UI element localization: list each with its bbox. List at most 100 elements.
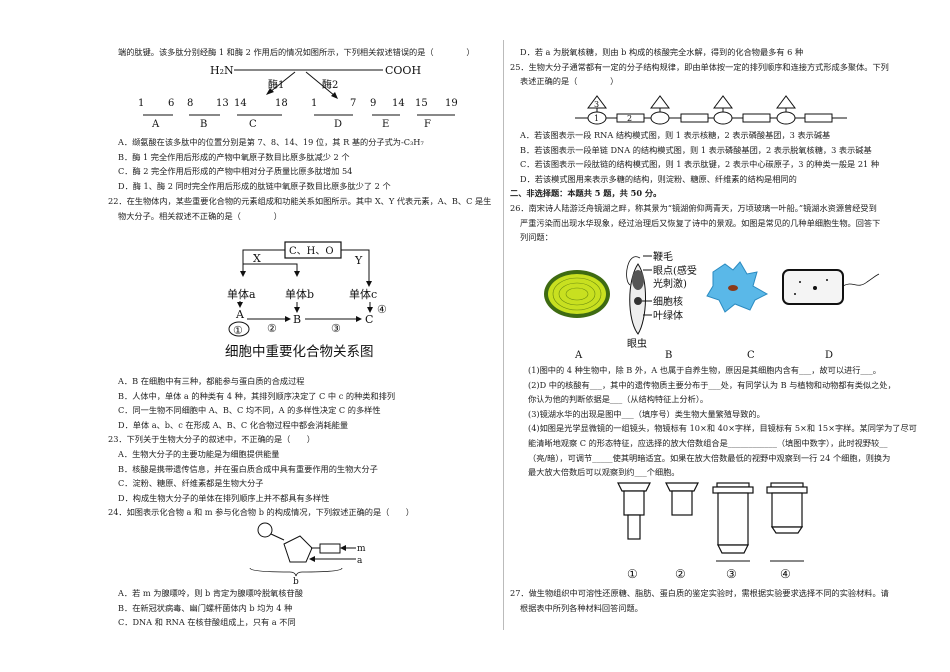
frag-f: F [424, 119, 431, 130]
q21-option-c[interactable]: C．酶 2 完全作用后形成的产物中相对分子质量比原多肽增加 54 [118, 166, 353, 177]
q24-option-c[interactable]: C．DNA 和 RNA 在核苷酸组成上，只有 a 不同 [118, 617, 296, 628]
organism-c-label: C [747, 350, 755, 361]
q23-stem: 23．下列关于生物大分子的叙述中，不正确的是（ ） [108, 434, 315, 445]
organism-d-image [782, 269, 880, 305]
cooh-label: COOH [385, 64, 421, 77]
frag-b-end: 13 [216, 98, 229, 109]
diagram-caption: 细胞中重要化合物关系图 [225, 344, 374, 360]
h2n-label: H₂N [210, 64, 234, 77]
q22-option-c[interactable]: C．同一生物不同细胞中 A、B、C 均不同，A 的多样性决定 C 的多样性 [118, 405, 381, 416]
q21-option-b[interactable]: B．酶 1 完全作用后形成的产物中氧原子数目比原多肽减少 2 个 [118, 151, 350, 162]
q22-compound-diagram: C、H、O X Y 单体a 单体b 单体c A B C ① ② ③ ④ 细胞中重… [225, 241, 387, 360]
frag-f-start: 15 [415, 98, 428, 109]
organism-b-image [626, 255, 652, 335]
q26-organisms-figure: 鞭毛 眼点(感受 光刺激) 细胞核 叶绿体 眼虫 A B C D [544, 250, 880, 361]
organism-a-label: A [574, 350, 583, 361]
step-4: ④ [377, 303, 387, 316]
q24-options: A．若 m 为腺嘌呤，则 b 肯定为腺嘌呤脱氧核苷酸 B．在新冠状病毒、幽门螺杆… [108, 586, 303, 630]
q25-line2: 表述正确的是（ ） [520, 76, 619, 87]
b-label: b [293, 577, 299, 587]
q23-option-a[interactable]: A．生物大分子的主要功能是为细胞提供能量 [118, 448, 280, 459]
q22-line2: 物大分子。相关叙述不正确的是（ ） [118, 210, 282, 221]
q26-line1: 26．南宋诗人陆游泛舟镜湖之畔，称其景为“镜湖俯仰两青天，万顷玻璃一叶船。”镜湖… [510, 202, 877, 213]
frag-d: D [334, 119, 342, 130]
node-a: A [235, 308, 245, 321]
chloroplast-label: 叶绿体 [653, 309, 683, 322]
q26-line3: 列问题： [520, 232, 553, 243]
q26-sub2-cont: 你认为他的判断依据是___（从结构特征上分析）。 [528, 394, 709, 405]
q21-options: A．缬氨酸在该多肽中的位置分别是第 7、8、14、19 位，其 R 基的分子式为… [108, 135, 424, 193]
frag-c-start: 14 [234, 98, 247, 109]
label-2: 2 [627, 114, 632, 123]
node-b: B [293, 313, 301, 326]
organism-b-label: B [665, 350, 672, 361]
lens-4-label: ④ [780, 567, 791, 581]
eyespot-label: 眼点(感受 [653, 264, 697, 277]
q27-line2: 根据表中所列各种材料回答问题。 [520, 602, 643, 613]
column-divider [503, 40, 504, 630]
enzyme2-label: 酶2 [322, 78, 338, 91]
frag-d-start: 1 [311, 98, 317, 109]
q24-nucleotide-diagram: m a b [249, 522, 366, 587]
label-3: 3 [594, 100, 599, 109]
q26-sub4-cont3: 最大放大倍数后可以观察到约___个细胞。 [528, 467, 680, 478]
frag-e-start: 9 [370, 98, 376, 109]
node-c: C [365, 313, 373, 326]
q25-option-c[interactable]: C．若该图表示一段肽链的结构模式图，则 1 表示肽键，2 表示中心碳原子，3 的… [520, 159, 880, 170]
q22-option-a[interactable]: A．B 在细胞中有三种，都能参与蛋白质的合成过程 [118, 376, 305, 386]
q25-polymer-diagram: 3 1 2 [575, 95, 847, 125]
frag-a-start: 1 [138, 98, 144, 109]
step-3: ③ [331, 322, 341, 335]
q26-line2: 严重污染而出现水华现象，经过治理后又恢复了诗中的景观。如图是常见的几种单细胞生物… [520, 217, 881, 228]
q23-option-b[interactable]: B．核酸是携带遗传信息，并在蛋白质合成中具有重要作用的生物大分子 [118, 463, 378, 474]
q26-sub2: (2)D 中的核酸有___，其中的遗传物质主要分布于___处，有同学认为 B 与… [528, 379, 896, 390]
frag-c-end: 18 [275, 98, 288, 109]
q26-sub4-cont1: 能清晰地观察 C 的形态特征，应选择的放大倍数组合是____________（填… [528, 437, 888, 448]
q24-option-b[interactable]: B．在新冠状病毒、幽门螺杆菌体内 b 均为 4 种 [118, 602, 293, 613]
q24-option-d[interactable]: D．若 a 为脱氧核糖，则由 b 构成的核酸完全水解，得到的化合物最多有 6 种 [520, 47, 804, 57]
q23-option-c[interactable]: C．淀粉、糖原、纤维素都是生物大分子 [118, 478, 264, 489]
monomer-a: 单体a [227, 287, 256, 301]
q24-stem: 24．如图表示化合物 a 和 m 参与化合物 b 的构成情况，下列叙述正确的是（… [108, 507, 414, 518]
organism-d-label: D [825, 350, 833, 361]
q26-subquestions: (1)图中的 4 种生物中，除 B 外，A 也属于自养生物，原因是其细胞内含有_… [528, 363, 917, 480]
q25-options: A．若该图表示一段 RNA 结构模式图，则 1 表示核糖，2 表示磷酸基团，3 … [510, 128, 880, 245]
label-1: 1 [594, 114, 599, 123]
q22-option-d[interactable]: D．单体 a、b、c 在形成 A、B、C 化合物过程中都会消耗能量 [118, 419, 349, 430]
q23-option-d[interactable]: D．构成生物大分子的单体在排列顺序上并不都具有多样性 [118, 492, 330, 503]
frag-a: A [151, 119, 160, 130]
microscope-lenses-figure: ① ② ③ ④ [617, 482, 808, 581]
monomer-c: 单体c [349, 287, 377, 301]
q26-sub4-cont2: （亮/暗），可调节_____使其明暗适宜。如果在放大倍数最低的视野中观察到一行 … [528, 452, 891, 463]
q22-options: A．B 在细胞中有三种，都能参与蛋白质的合成过程 B．人体中，单体 a 的种类有… [108, 374, 414, 520]
q26-sub4: (4)如图是光学显微镜的一组镜头，物镜标有 10×和 40×字样，目镜标有 5×… [528, 423, 917, 434]
frag-c: C [249, 119, 257, 130]
cho-label: C、H、O [289, 246, 334, 257]
y-label: Y [354, 254, 363, 267]
frag-d-end: 7 [350, 98, 356, 109]
q22-option-b[interactable]: B．人体中，单体 a 的种类有 4 种，其排列顺序决定了 C 中 c 的种类和排… [118, 390, 396, 401]
right-top: D．若 a 为脱氧核糖，则由 b 构成的核酸完全水解，得到的化合物最多有 6 种… [510, 45, 889, 89]
frag-f-end: 19 [445, 98, 458, 109]
q21-option-d[interactable]: D．酶 1、酶 2 同时完全作用后形成的肽链中氧原子数目比原多肽少了 2 个 [118, 180, 391, 191]
enzyme1-label: 酶1 [268, 78, 284, 91]
q22-line1: 22．在生物体内，某些重要化合物的元素组成和功能关系如图所示。其中 X、Y 代表… [108, 196, 492, 206]
flagellum-label: 鞭毛 [653, 250, 673, 263]
eyespot-label-2: 光刺激) [653, 277, 687, 290]
q25-line1: 25．生物大分子通常都有一定的分子结构规律，即由单体按一定的排列顺序和连接方式形… [510, 61, 889, 72]
q22-stem: 22．在生物体内，某些重要化合物的元素组成和功能关系如图所示。其中 X、Y 代表… [108, 194, 491, 223]
q25-option-a[interactable]: A．若该图表示一段 RNA 结构模式图，则 1 表示核糖，2 表示磷酸基团，3 … [520, 130, 831, 140]
frag-b: B [200, 119, 207, 130]
step-1: ① [233, 324, 243, 337]
section-heading: 二、非选择题：本题共 5 题，共 50 分。 [510, 188, 662, 199]
q25-option-d[interactable]: D．若该模式图用来表示多糖的结构，则淀粉、糖原、纤维素的结构是相同的 [520, 173, 797, 184]
q27-line1: 27．做生物组织中可溶性还原糖、脂肪、蛋白质的鉴定实验时，需根据实验要求选择不同… [510, 588, 889, 598]
q21-option-a[interactable]: A．缬氨酸在该多肽中的位置分别是第 7、8、14、19 位，其 R 基的分子式为… [118, 137, 424, 147]
q25-option-b[interactable]: B．若该图表示一段单链 DNA 的结构模式图，则 1 表示磷酸基团，2 表示脱氧… [520, 144, 872, 155]
q21-stem: 端的肽键。该多肽分别经酶 1 和酶 2 作用后的情况如图所示，下列相关叙述错误的… [118, 47, 475, 57]
euglena-label: 眼虫 [627, 338, 647, 350]
frag-a-end: 6 [168, 98, 174, 109]
lens-3-label: ③ [726, 567, 737, 581]
q24-option-a[interactable]: A．若 m 为腺嘌呤，则 b 肯定为腺嘌呤脱氧核苷酸 [118, 588, 303, 598]
